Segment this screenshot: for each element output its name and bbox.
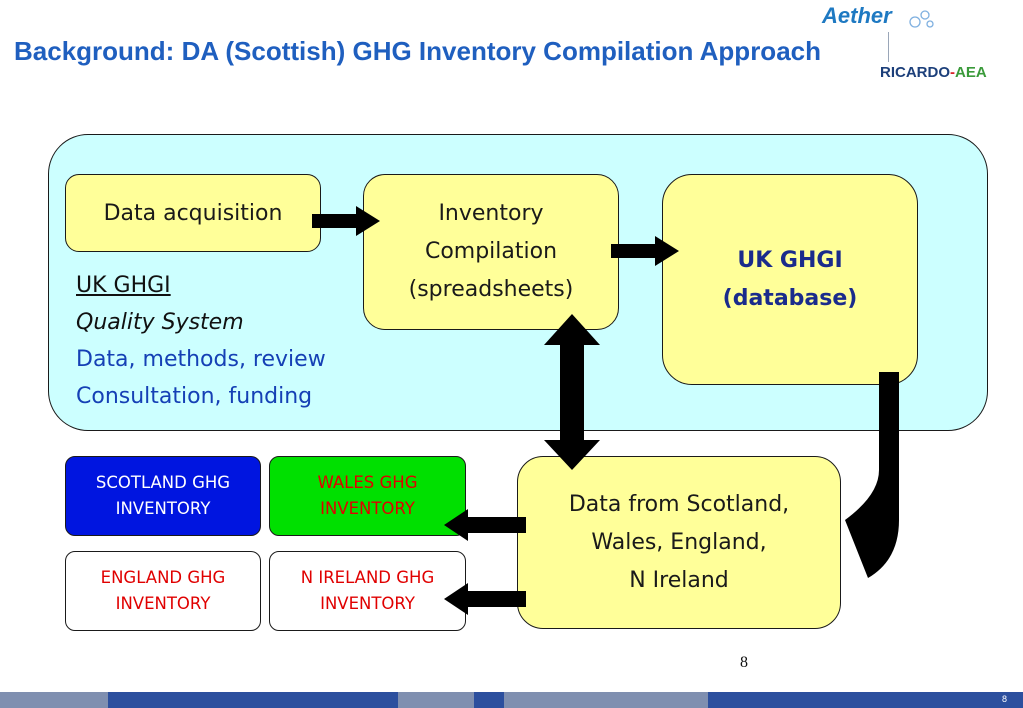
england-inventory-line: INVENTORY [115,594,211,613]
bubbles-icon [909,10,934,28]
nireland-inventory-line: INVENTORY [320,594,415,613]
data-acquisition-box: Data acquisition [65,174,321,252]
devolved-data-line: Wales, England, [591,529,767,555]
arrow-acquisition-to-compilation [312,206,380,236]
logo-dash: - [950,64,955,81]
wales-inventory-box: WALES GHG INVENTORY [269,456,466,536]
footer-band [0,692,1023,708]
inventory-compilation-line: Inventory [438,201,544,226]
logo-divider [888,32,889,62]
ricardo-aea-wordmark: RICARDO-AEA [880,64,987,81]
slide-title: Background: DA (Scottish) GHG Inventory … [14,36,821,66]
devolved-data-line: N Ireland [629,567,729,593]
data-acquisition-label: Data acquisition [103,200,283,226]
wales-inventory-line: INVENTORY [320,499,415,518]
arrow-compilation-devolved-bidirectional [544,314,600,470]
scotland-inventory-box: SCOTLAND GHG INVENTORY [65,456,261,536]
arrow-devolved-to-wales [444,509,526,541]
england-inventory-box: ENGLAND GHG INVENTORY [65,551,261,631]
scotland-inventory-line: SCOTLAND GHG [95,473,231,492]
devolved-data-line: Data from Scotland, [568,491,790,517]
wales-inventory-line: WALES GHG [317,473,418,492]
scotland-inventory-line: INVENTORY [115,499,211,518]
devolved-data-box: Data from Scotland, Wales, England, N Ir… [517,456,841,629]
ricardo-text: RICARDO [880,64,950,81]
quality-system-item: Consultation, funding [76,384,313,409]
quality-system-text: UK GHGI Quality System Data, methods, re… [76,267,326,415]
inventory-compilation-box: Inventory Compilation (spreadsheets) [363,174,619,330]
quality-system-item: Data, methods, review [76,347,326,372]
aether-wordmark: Aether [822,3,892,28]
uk-ghgi-database-box: UK GHGI (database) [662,174,918,385]
page-number: 8 [740,654,748,671]
nireland-inventory-box: N IRELAND GHG INVENTORY [269,551,466,631]
inventory-compilation-line: Compilation [424,239,558,264]
quality-system-heading: UK GHGI [76,273,171,298]
quality-system-subheading: Quality System [76,310,244,335]
inventory-compilation-line: (spreadsheets) [408,277,574,302]
nireland-inventory-line: N IRELAND GHG [300,568,435,587]
arrow-compilation-to-database [611,236,679,266]
aea-text: AEA [955,64,987,81]
arrow-devolved-to-nireland [444,583,526,615]
england-inventory-line: ENGLAND GHG [100,568,226,587]
footer-page-number: 8 [1002,694,1008,704]
uk-ghgi-database-line: UK GHGI [737,247,843,273]
arrow-database-to-devolved [845,372,899,578]
uk-ghgi-database-line: (database) [722,285,858,311]
